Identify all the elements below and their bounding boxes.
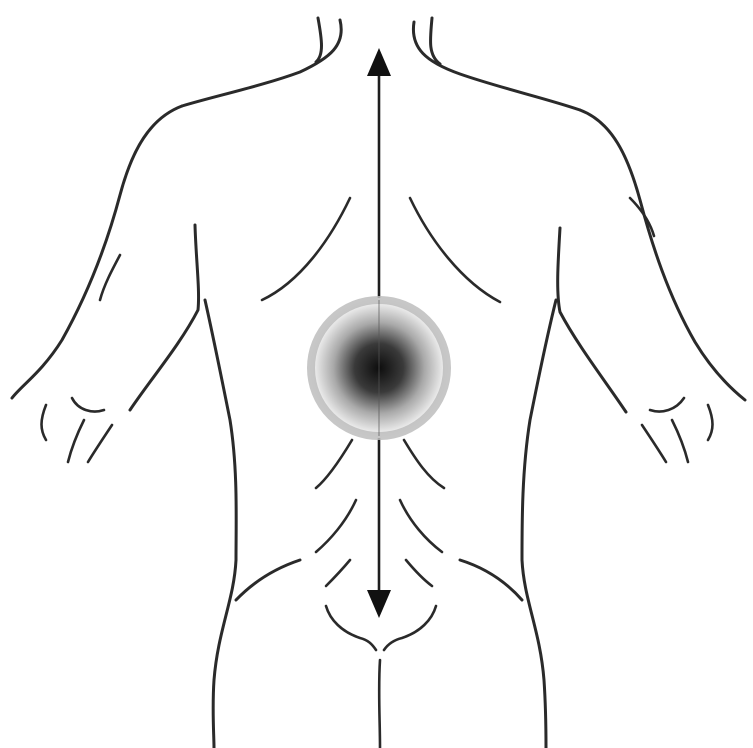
right-hip bbox=[460, 560, 522, 600]
left-lower-back-1 bbox=[316, 440, 352, 488]
right-arm-inner bbox=[558, 228, 626, 412]
left-elbow-1 bbox=[42, 405, 47, 440]
left-elbow-2 bbox=[72, 398, 104, 412]
left-sacral-curve bbox=[326, 606, 376, 650]
left-arm-outer bbox=[12, 106, 182, 398]
neck-right bbox=[430, 18, 440, 64]
right-sacral-curve bbox=[384, 606, 436, 650]
pain-spot-icon bbox=[309, 298, 449, 438]
right-elbow-4 bbox=[642, 425, 666, 462]
right-arm-outer bbox=[580, 110, 745, 400]
right-trapezius bbox=[413, 22, 580, 110]
left-arm-crease bbox=[100, 255, 120, 300]
right-lower-back-2 bbox=[400, 500, 442, 552]
right-elbow-2 bbox=[650, 398, 684, 412]
right-elbow-3 bbox=[672, 420, 688, 462]
right-lower-back-3 bbox=[406, 560, 432, 586]
right-scapula bbox=[410, 198, 500, 302]
left-trapezius bbox=[182, 20, 341, 106]
arrow-down-icon bbox=[367, 590, 391, 618]
right-elbow-1 bbox=[708, 405, 713, 440]
left-elbow-4 bbox=[88, 425, 112, 462]
left-arm-inner bbox=[130, 225, 199, 410]
left-scapula bbox=[262, 198, 350, 300]
torso-left-side bbox=[205, 300, 236, 748]
arrow-up-icon bbox=[367, 48, 391, 76]
gluteal-cleft bbox=[379, 660, 380, 748]
torso-right-side bbox=[522, 300, 556, 748]
left-lower-back-3 bbox=[326, 560, 350, 586]
right-lower-back-1 bbox=[404, 440, 444, 488]
left-hip bbox=[236, 560, 300, 600]
neck-left bbox=[316, 18, 322, 62]
left-lower-back-2 bbox=[316, 500, 356, 552]
left-elbow-3 bbox=[68, 420, 84, 462]
